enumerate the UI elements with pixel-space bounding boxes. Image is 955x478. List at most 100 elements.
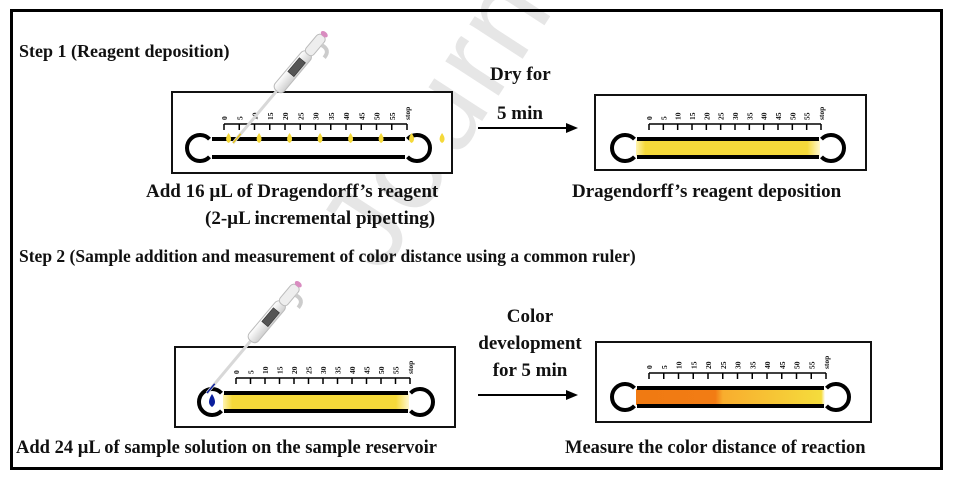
- ruler-tick-label: 40: [342, 112, 351, 120]
- ruler-tick-label: 30: [734, 361, 743, 369]
- ruler-tick-label: 10: [261, 366, 270, 374]
- reagent-drop: [256, 133, 262, 143]
- reagent-band: [223, 394, 409, 410]
- sample-reservoir: [185, 133, 211, 163]
- device-frame: [174, 346, 456, 428]
- pipette-hook: [294, 293, 303, 309]
- ruler-tick-label: 5: [235, 116, 244, 120]
- ruler-tick-label: 50: [788, 112, 797, 120]
- develop-label-line2: development: [478, 333, 582, 354]
- pipette-step2: [205, 281, 303, 394]
- reagent-drop: [378, 133, 384, 143]
- ruler-tick-label: 45: [357, 112, 366, 120]
- ruler-tick-label: 30: [312, 112, 321, 120]
- step1-title: Step 1 (Reagent deposition): [19, 41, 230, 61]
- step2-title: Step 2 (Sample addition and measurement …: [19, 246, 636, 266]
- reagent-drop: [226, 133, 232, 143]
- ruler-tick-label: 30: [731, 112, 740, 120]
- pipette-hook: [320, 43, 329, 59]
- ruler-tick-label: 0: [232, 370, 241, 374]
- pipette-display: [261, 307, 280, 327]
- sample-drop: [209, 394, 215, 407]
- ruler-tick-label: 30: [319, 366, 328, 374]
- figure-frame: [10, 9, 943, 470]
- step2-right-caption: Measure the color distance of reaction: [565, 438, 866, 458]
- reagent-drop: [439, 133, 445, 143]
- ruler-tick-label: 55: [392, 366, 401, 374]
- channel: [211, 139, 406, 157]
- ruler-tick-label: 35: [334, 366, 343, 374]
- sample-reservoir: [610, 382, 636, 412]
- sample-addition-device: 0 5 10 15 20 25 30 35 40 45 50 55 stop: [174, 346, 456, 428]
- step1-left-caption-line1: Add 16 µL of Dragendorff’s reagent: [146, 181, 439, 202]
- ruler-tick-label: 25: [305, 366, 314, 374]
- ruler-tick-label: 35: [327, 112, 336, 120]
- reagent-drop: [348, 133, 354, 143]
- ruler-tick-label: 45: [778, 361, 787, 369]
- ruler-tick-label: stop: [406, 361, 415, 374]
- reagent-band: [636, 140, 820, 156]
- pipette-step1: [231, 31, 329, 144]
- ruler-tick-label: 40: [348, 366, 357, 374]
- ruler-tick-label: 15: [689, 361, 698, 369]
- ruler-tick-label: 45: [363, 366, 372, 374]
- ruler-tick-label: 5: [659, 116, 668, 120]
- ruler-tick-label: 10: [675, 361, 684, 369]
- pipette-button: [294, 281, 302, 288]
- develop-arrow-head: [566, 390, 578, 400]
- ruler-tick-label: 55: [388, 112, 397, 120]
- ruler-tick-label: 15: [276, 366, 285, 374]
- device-frame: [595, 341, 872, 423]
- ruler-tick-label: 25: [719, 361, 728, 369]
- sample-reservoir: [610, 133, 636, 163]
- reagent-drop: [409, 133, 415, 143]
- dried-reagent-device: 0 5 10 15 20 25 30 35 40 45 50 55 stop: [594, 94, 867, 171]
- ruler-tick-label: 0: [220, 116, 229, 120]
- ruler-tick-label: 0: [645, 365, 654, 369]
- pipette-tip-liquid: [232, 133, 242, 144]
- ruler-tick-label: 15: [688, 112, 697, 120]
- ruler-tick-label: 20: [281, 112, 290, 120]
- reagent-drop: [287, 133, 293, 143]
- ruler-tick-label: 0: [645, 116, 654, 120]
- step1-right-caption: Dragendorff’s reagent deposition: [572, 181, 842, 202]
- ruler-tick-label: 40: [763, 361, 772, 369]
- step2-left-caption: Add 24 µL of sample solution on the samp…: [16, 438, 437, 458]
- step1-left-caption-line2: (2-µL incremental pipetting): [205, 208, 436, 229]
- develop-label-line1: Color: [506, 306, 554, 327]
- ruler-tick-label: 50: [793, 361, 802, 369]
- ruler-tick-label: stop: [817, 107, 826, 120]
- device-frame: [171, 91, 453, 174]
- ruler-tick-label: stop: [822, 356, 831, 369]
- develop-label-line3: for 5 min: [492, 360, 568, 381]
- ruler-tick-label: 20: [290, 366, 299, 374]
- reagent-drop: [317, 133, 323, 143]
- reagent-band: [636, 389, 825, 405]
- pipette-tip-liquid: [206, 383, 216, 394]
- end-reservoir: [825, 382, 851, 412]
- ruler-tick-label: 5: [660, 365, 669, 369]
- ruler-tick-label: 40: [760, 112, 769, 120]
- dry-arrow-head: [566, 123, 578, 133]
- ruler-tick-label: 15: [266, 112, 275, 120]
- ruler-tick-label: 20: [702, 112, 711, 120]
- ruler-tick-label: 20: [704, 361, 713, 369]
- ruler-tick-label: 50: [373, 112, 382, 120]
- end-reservoir: [820, 133, 846, 163]
- ruler-tick-label: 55: [803, 112, 812, 120]
- ruler-tick-label: 25: [717, 112, 726, 120]
- ruler-tick-label: 55: [807, 361, 816, 369]
- dry-label-line1: Dry for: [490, 64, 551, 85]
- ruler-tick-label: stop: [403, 107, 412, 120]
- ruler-tick-label: 45: [774, 112, 783, 120]
- ruler-tick-label: 25: [296, 112, 305, 120]
- end-reservoir: [409, 387, 435, 417]
- ruler-tick-label: 35: [745, 112, 754, 120]
- ruler-tick-label: 5: [247, 370, 256, 374]
- ruler-tick-label: 50: [377, 366, 386, 374]
- pipette-display: [287, 57, 306, 77]
- ruler-tick-label: 10: [674, 112, 683, 120]
